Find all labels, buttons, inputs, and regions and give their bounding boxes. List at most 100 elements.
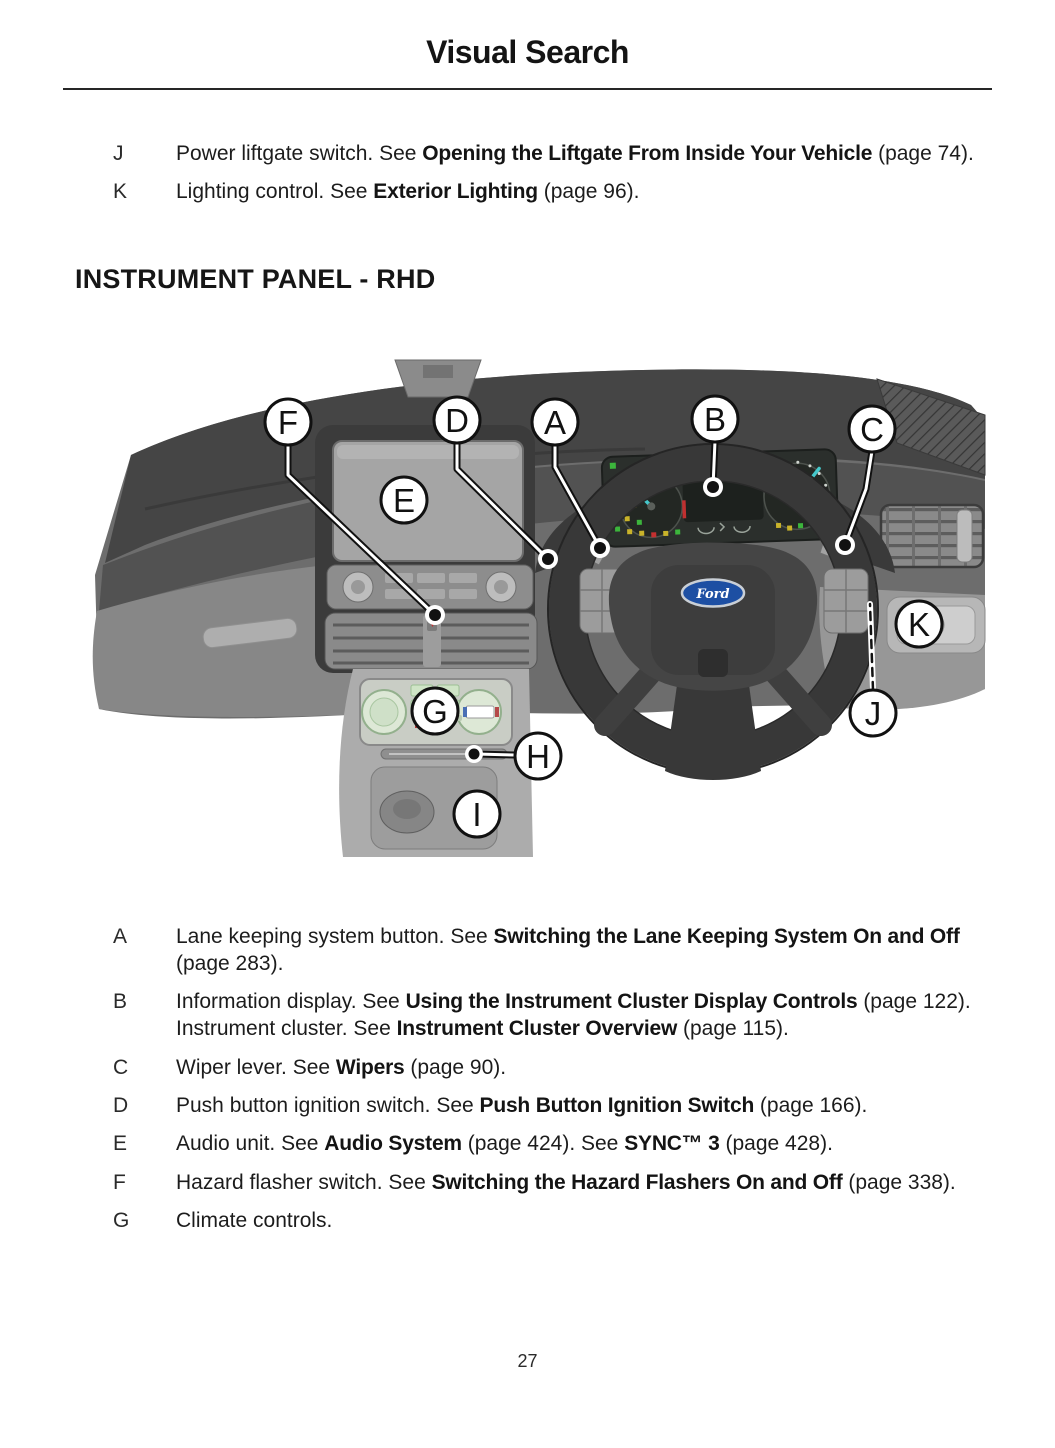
callout-h-letter: H	[526, 738, 550, 775]
callout-d: D	[432, 395, 482, 445]
legend-text: Lighting control. See Exterior Lighting …	[176, 178, 991, 205]
legend-reference: Switching the Lane Keeping System On and…	[493, 924, 960, 948]
legend-plain-text: (page 428).	[719, 1132, 833, 1156]
callout-d-letter: D	[445, 402, 469, 439]
legend-letter: C	[113, 1055, 129, 1079]
legend-plain-text: Push button ignition switch. See	[176, 1094, 480, 1118]
legend-letter: D	[113, 1094, 129, 1118]
callout-k-letter: K	[908, 606, 930, 643]
page-number: 27	[517, 1351, 538, 1371]
legend-reference: Using the Instrument Cluster Display Con…	[405, 990, 858, 1014]
legend-reference: Audio System	[324, 1132, 462, 1156]
callout-a-letter: A	[544, 404, 566, 441]
callout-j: J	[848, 688, 898, 738]
callout-b-letter: B	[704, 401, 726, 438]
legend-plain-text: (page 74).	[872, 142, 974, 165]
legend-item-c: C Wiper lever. See Wipers (page 90).	[113, 1054, 991, 1081]
bottom-legend: A Lane keeping system button. See Switchi…	[0, 923, 1055, 1235]
callout-j-letter: J	[865, 695, 882, 732]
legend-letter: G	[113, 1208, 130, 1232]
leader-line-c	[841, 447, 876, 549]
legend-plain-text: Climate controls.	[176, 1208, 333, 1232]
callout-f: F	[263, 397, 313, 447]
ford-logo: Ford	[680, 577, 746, 608]
center-vents	[324, 612, 538, 670]
legend-item-k: K Lighting control. See Exterior Lighting…	[113, 178, 991, 205]
leader-line-a	[551, 441, 604, 552]
leader-endpoints	[425, 476, 855, 763]
legend-letter: B	[113, 990, 128, 1014]
side-vent	[879, 503, 985, 568]
legend-reference: Wipers	[335, 1055, 405, 1079]
page-header: Visual Search	[0, 0, 1055, 90]
legend-letter: K	[113, 180, 128, 204]
callout-c-letter: C	[860, 411, 884, 448]
center-stack	[315, 424, 538, 673]
callout-a: A	[530, 397, 580, 447]
top-legend: J Power liftgate switch. See Opening the …	[0, 140, 1055, 206]
audio-unit	[326, 564, 534, 610]
callout-h: H	[513, 731, 563, 781]
legend-text: Wiper lever. See Wipers (page 90).	[176, 1054, 991, 1081]
legend-plain-text: (page 115).	[677, 1017, 789, 1041]
legend-plain-text: Audio unit. See	[176, 1132, 325, 1156]
legend-reference: Instrument Cluster Overview	[396, 1017, 678, 1041]
legend-plain-text: (page 338).	[842, 1170, 956, 1194]
legend-item-b: B Information display. See Using the Inst…	[113, 988, 991, 1043]
callout-g: G	[410, 686, 460, 736]
steering-wheel: Ford	[547, 442, 879, 780]
callout-i-letter: I	[472, 796, 481, 833]
legend-item-d: D Push button ignition switch. See Push B…	[113, 1092, 991, 1119]
callout-e-letter: E	[393, 482, 415, 519]
legend-plain-text: Wiper lever. See	[176, 1055, 336, 1079]
legend-plain-text: Lighting control. See	[176, 180, 374, 204]
legend-reference: Opening the Liftgate From Inside Your Ve…	[422, 142, 873, 165]
legend-text: Audio unit. See Audio System (page 424).…	[176, 1130, 991, 1157]
glovebox-recess	[202, 617, 298, 648]
page-title: Visual Search	[426, 34, 629, 70]
callout-g-letter: G	[422, 693, 448, 730]
legend-reference: Exterior Lighting	[373, 180, 538, 204]
leader-line-f	[284, 441, 439, 619]
leader-line-j	[867, 600, 876, 693]
callout-b: B	[690, 394, 740, 444]
legend-text: Lane keeping system button. See Switchin…	[176, 923, 991, 978]
legend-item-a: A Lane keeping system button. See Switchi…	[113, 923, 991, 978]
callout-e: E	[379, 475, 429, 525]
legend-plain-text: Information display. See	[176, 990, 406, 1014]
legend-item-j: J Power liftgate switch. See Opening the …	[113, 140, 991, 167]
legend-text: Push button ignition switch. See Push Bu…	[176, 1092, 991, 1119]
legend-reference: Switching the Hazard Flashers On and Off	[431, 1170, 843, 1194]
legend-plain-text: Hazard flasher switch. See	[176, 1170, 432, 1194]
legend-letter: J	[113, 142, 124, 165]
legend-reference: SYNC™ 3	[624, 1132, 720, 1156]
legend-item-g: G Climate controls.	[113, 1207, 991, 1234]
legend-plain-text: (page 424). See	[461, 1132, 625, 1156]
legend-plain-text: (page 166).	[754, 1094, 868, 1118]
title-divider	[63, 88, 992, 90]
legend-reference: Push Button Ignition Switch	[479, 1094, 755, 1118]
legend-letter: A	[113, 924, 128, 948]
legend-item-e: E Audio unit. See Audio System (page 424)…	[113, 1130, 991, 1157]
page-footer: 27	[0, 1351, 1055, 1372]
legend-text: Hazard flasher switch. See Switching the…	[176, 1169, 991, 1196]
legend-text: Climate controls.	[176, 1207, 991, 1234]
leader-lines	[284, 437, 876, 763]
legend-plain-text: (page 90).	[404, 1055, 507, 1079]
legend-text: Power liftgate switch. See Opening the L…	[176, 140, 991, 167]
legend-plain-text: Power liftgate switch. See	[176, 142, 423, 165]
legend-plain-text: (page 96).	[537, 180, 640, 204]
ford-logo-text: Ford	[695, 587, 729, 602]
legend-plain-text: Lane keeping system button. See	[176, 924, 494, 948]
callout-c: C	[847, 404, 897, 454]
instrument-panel-diagram: Ford F	[85, 357, 995, 857]
callout-i: I	[452, 789, 502, 839]
callout-k: K	[894, 599, 944, 649]
callout-f-letter: F	[278, 404, 298, 441]
section-heading: INSTRUMENT PANEL - RHD	[75, 263, 436, 294]
legend-letter: E	[113, 1132, 128, 1156]
legend-text: Information display. See Using the Instr…	[176, 988, 991, 1043]
dashboard-illustration: Ford F	[92, 359, 986, 857]
